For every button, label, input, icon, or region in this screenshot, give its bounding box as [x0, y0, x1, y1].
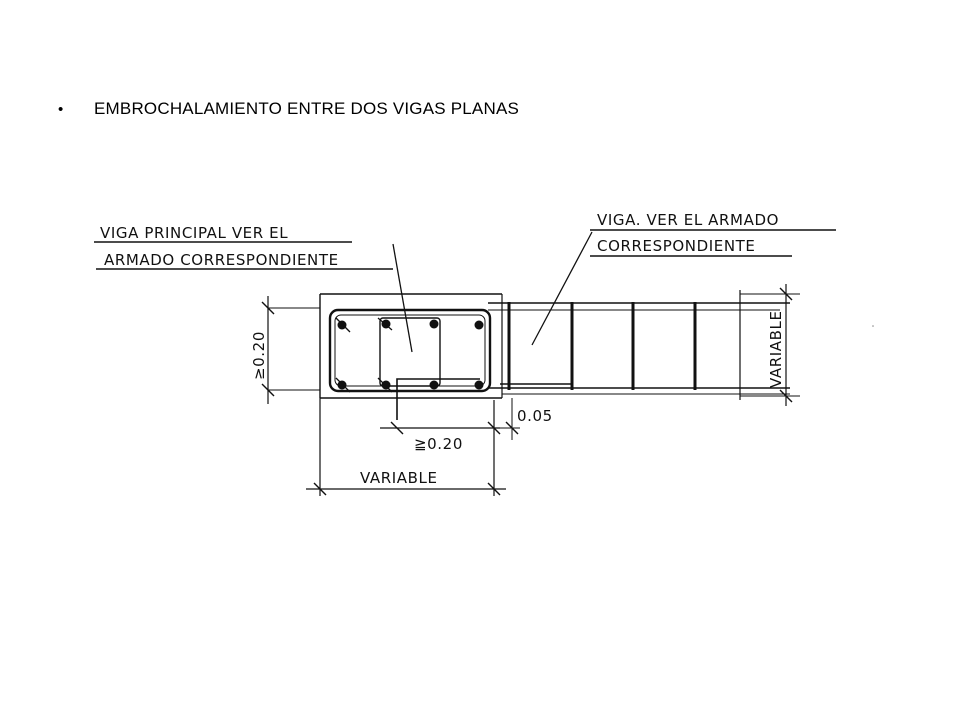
main-beam-callout: VIGA PRINCIPAL VER EL ARMADO CORRESPONDI… [94, 224, 413, 353]
main-beam-inner-tie [379, 317, 441, 387]
stray-dot [872, 325, 874, 327]
main-beam-label-line2: ARMADO CORRESPONDIENTE [104, 251, 339, 269]
dim-width: VARIABLE [306, 398, 506, 496]
main-beam-section [319, 293, 502, 420]
bullet-glyph: • [58, 100, 64, 118]
sec-beam-label-line1: VIGA. VER EL ARMADO [597, 211, 779, 229]
secondary-beam-callout: VIGA. VER EL ARMADO CORRESPONDIENTE [531, 211, 836, 346]
sec-beam-label-line2: CORRESPONDIENTE [597, 237, 756, 255]
main-beam-stirrup [328, 308, 492, 393]
dim-gap: 0.05 [496, 398, 553, 440]
sec-beam-leader [531, 231, 593, 346]
secondary-beam [488, 290, 790, 400]
anchored-bar [396, 378, 480, 420]
dim-width-text: VARIABLE [360, 469, 438, 487]
main-beam-rebars [337, 319, 484, 390]
main-beam-leader [392, 243, 413, 353]
slide-heading: EMBROCHALAMIENTO ENTRE DOS VIGAS PLANAS [94, 99, 520, 118]
dim-gap-text: 0.05 [517, 407, 553, 425]
dim-right-height-text: VARIABLE [767, 310, 785, 388]
dim-right-height: VARIABLE [740, 284, 800, 406]
heading-line: • EMBROCHALAMIENTO ENTRE DOS VIGAS PLANA… [58, 95, 519, 123]
dim-anchor: ≧0.20 [380, 400, 501, 496]
dim-height: ≥0.20 [250, 296, 320, 404]
dim-height-text: ≥0.20 [250, 331, 268, 380]
main-beam-label-line1: VIGA PRINCIPAL VER EL [100, 224, 288, 242]
secondary-beam-stirrups [507, 302, 697, 390]
dim-anchor-text: ≧0.20 [414, 435, 463, 453]
